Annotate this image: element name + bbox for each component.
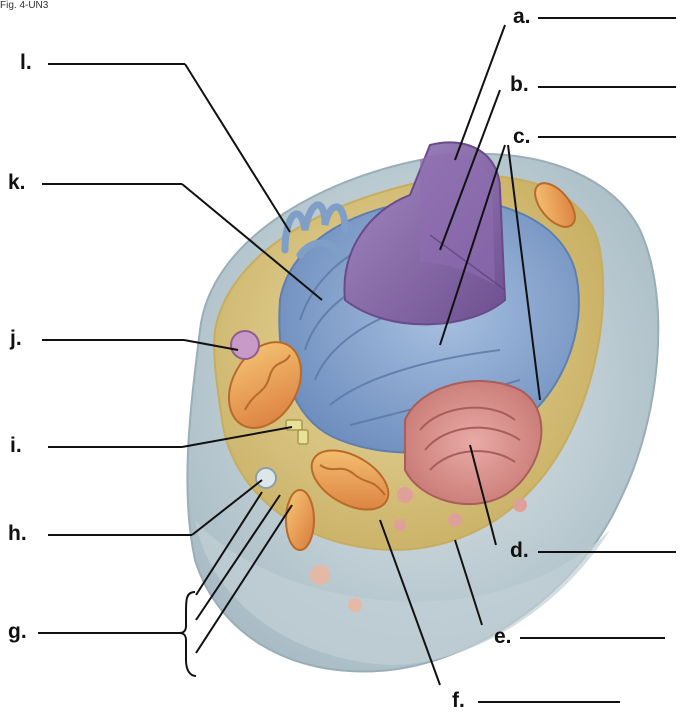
- label-k: k.: [8, 172, 26, 193]
- label-f: f.: [452, 690, 465, 711]
- label-a: a.: [513, 6, 531, 27]
- label-i: i.: [10, 435, 22, 456]
- label-b: b.: [510, 74, 529, 95]
- label-c: c.: [513, 126, 531, 147]
- label-h: h.: [8, 523, 27, 544]
- lysosome: [231, 331, 259, 359]
- label-j: j.: [10, 328, 22, 349]
- label-d: d.: [510, 540, 529, 561]
- vesicle: [256, 468, 276, 488]
- label-g: g.: [8, 621, 27, 642]
- mitochondrion-lower: [286, 490, 314, 550]
- label-e: e.: [494, 626, 512, 647]
- label-l: l.: [20, 52, 32, 73]
